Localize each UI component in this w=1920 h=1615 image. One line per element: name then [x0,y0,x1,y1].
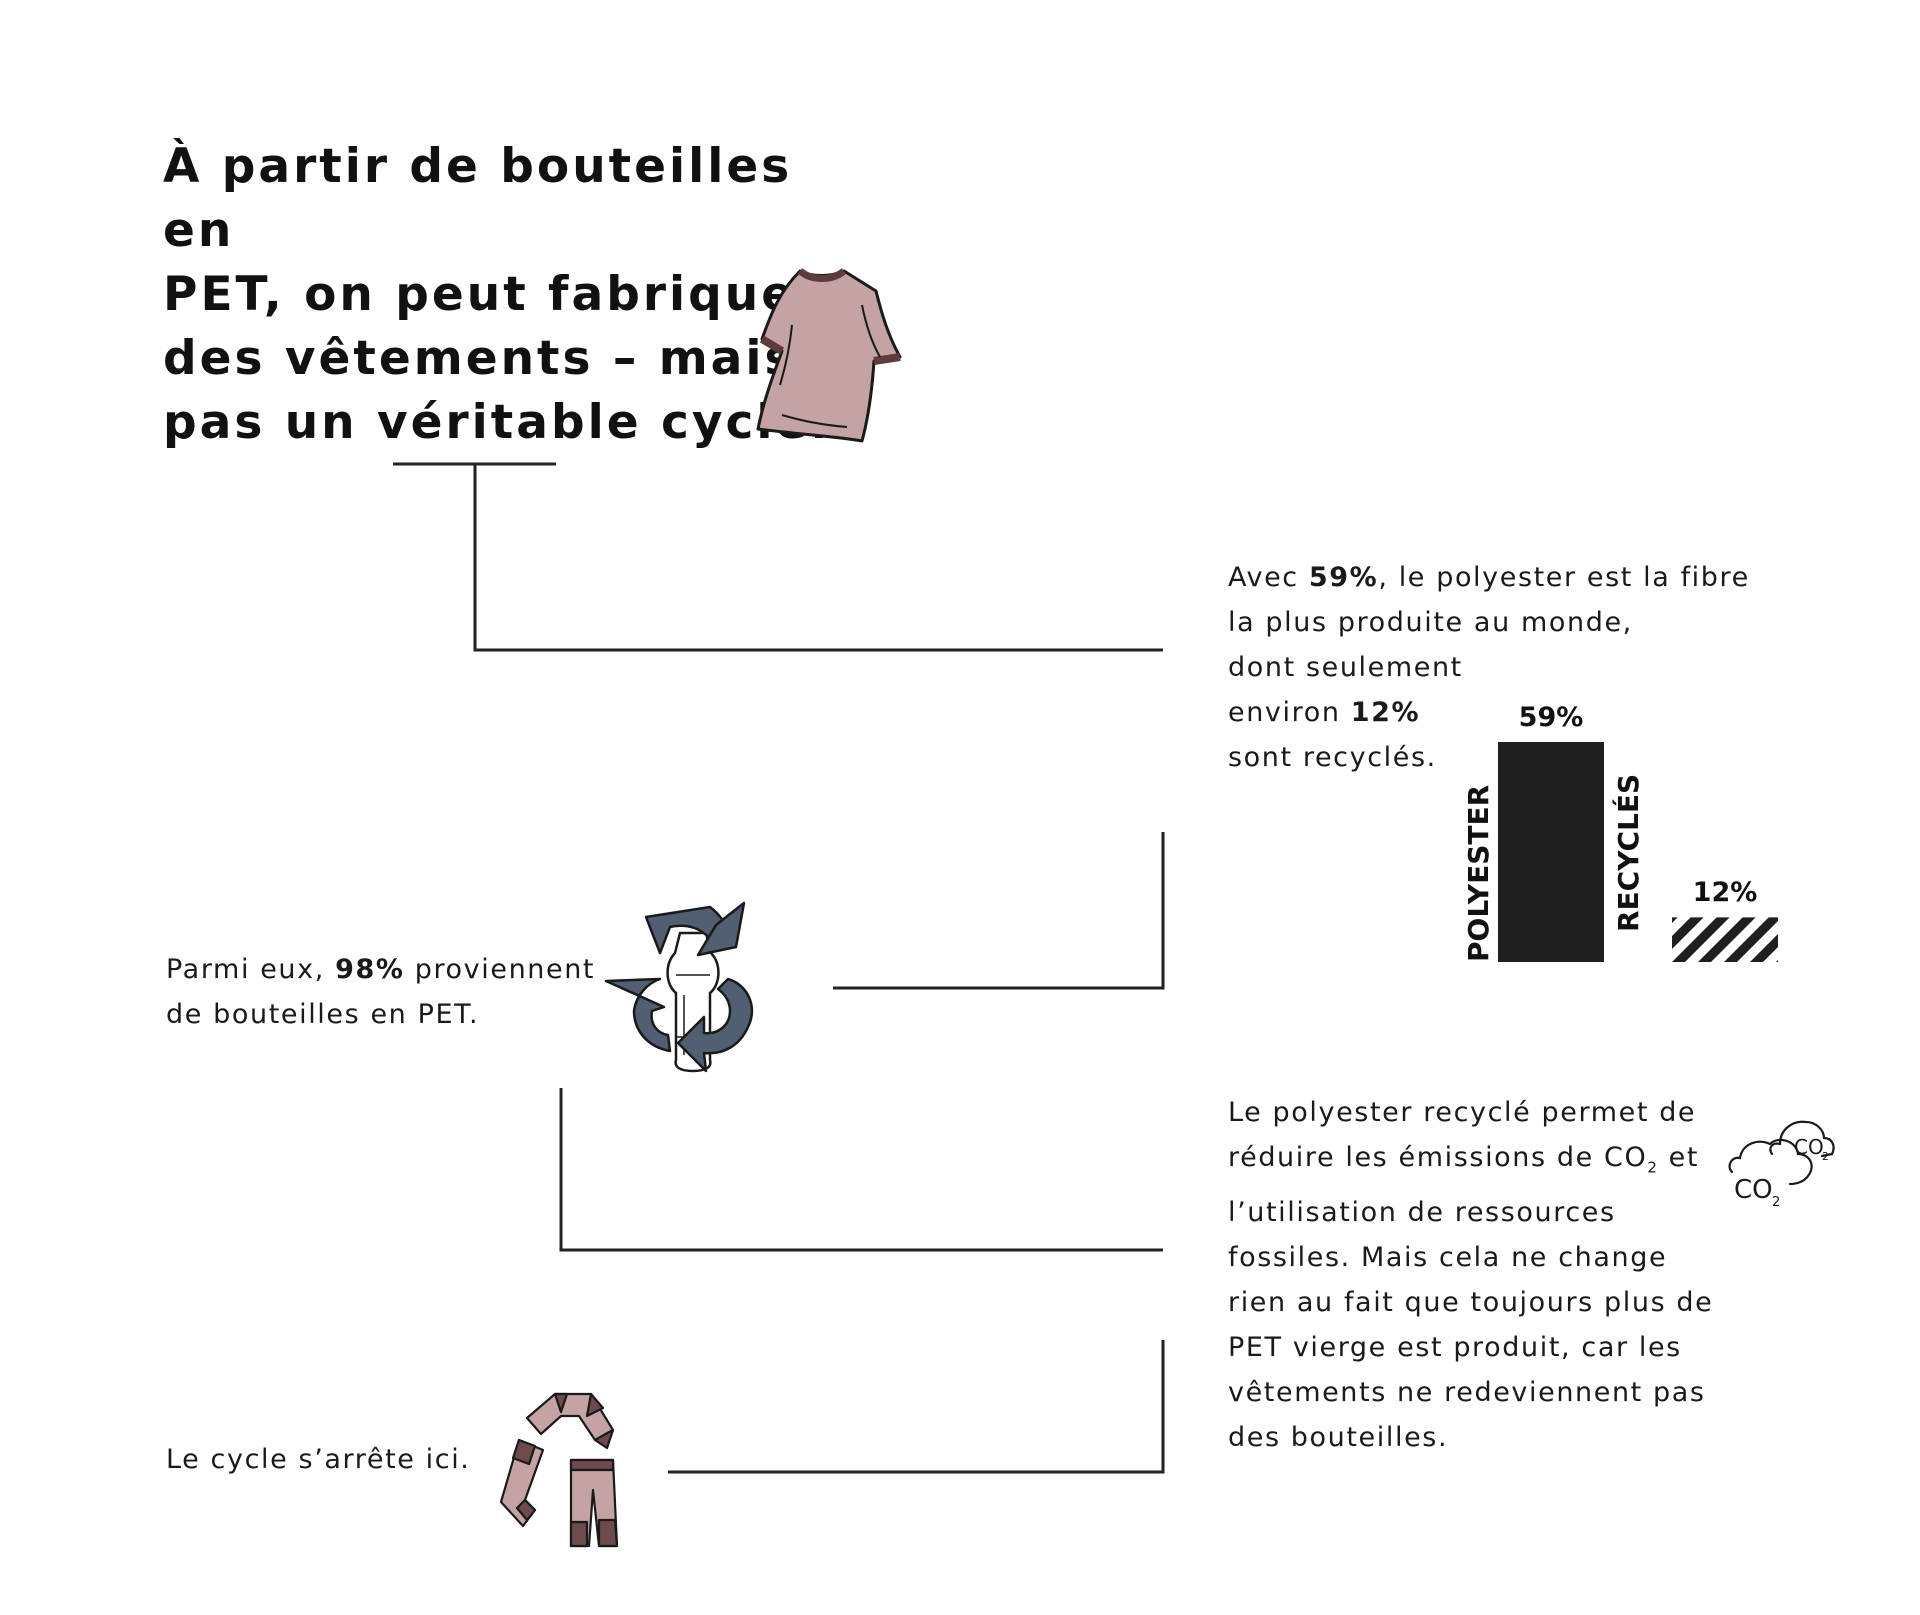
headline-line: PET, on peut fabriquer [163,267,823,322]
clothes-recycle-icon [499,1392,619,1548]
co2-large-sub: 2 [1772,1195,1780,1210]
headline-line: des vêtements – mais [163,331,796,386]
bottles-text: Parmi eux, 98% proviennent de bouteilles… [166,954,596,1030]
bar-category-label: POLYESTER [1462,784,1495,962]
bar-chart: 59% POLYESTER 12% RECYCLÉS [1462,700,1800,970]
polyester-text: Avec 59%, le polyester est la fibre la p… [1228,562,1750,773]
bar-category-label: RECYCLÉS [1612,773,1645,932]
headline-line: pas un véritable cycle. [163,395,832,450]
tshirt-icon [756,268,902,443]
bar-polyester [1498,742,1604,962]
cycle-stops-text: Le cycle s’arrête ici. [166,1444,471,1475]
bar-value-label: 12% [1692,877,1758,909]
co2-small-sub: 2 [1822,1150,1829,1163]
co2-cloud-icon: CO 2 CO 2 [1728,1120,1835,1210]
bar-chart-svg [1498,742,1778,962]
co2-large-label: CO [1734,1175,1773,1205]
headline-line: À partir de bouteilles en [163,139,793,258]
emissions-text: Le polyester recyclé permet de réduire l… [1228,1097,1714,1454]
co2-small-label: CO [1794,1135,1824,1159]
bar-value-label: 59% [1518,702,1584,733]
bar-recycled [1672,917,1778,962]
headline: À partir de bouteilles en PET, on peut f… [163,135,863,455]
recycle-bottle-icon [604,901,754,1073]
